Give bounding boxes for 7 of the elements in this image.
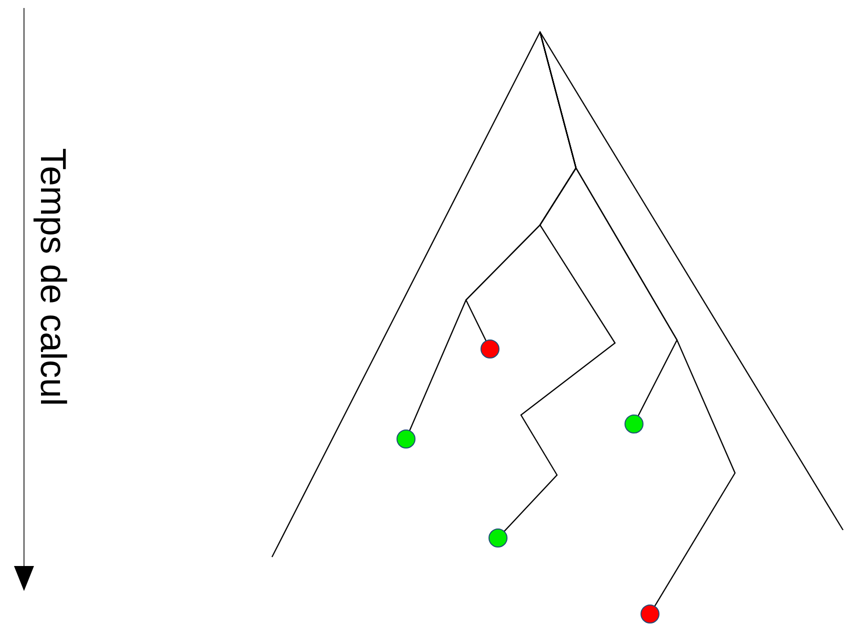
tree-node-dot [488, 528, 508, 548]
tree-node-dot [480, 340, 500, 358]
tree-branch [539, 32, 736, 607]
axis-label: Temps de calcul [35, 148, 71, 406]
tree-node-dot [640, 604, 660, 624]
tree-node-dot [396, 430, 416, 448]
tree-node-dot [624, 414, 644, 434]
